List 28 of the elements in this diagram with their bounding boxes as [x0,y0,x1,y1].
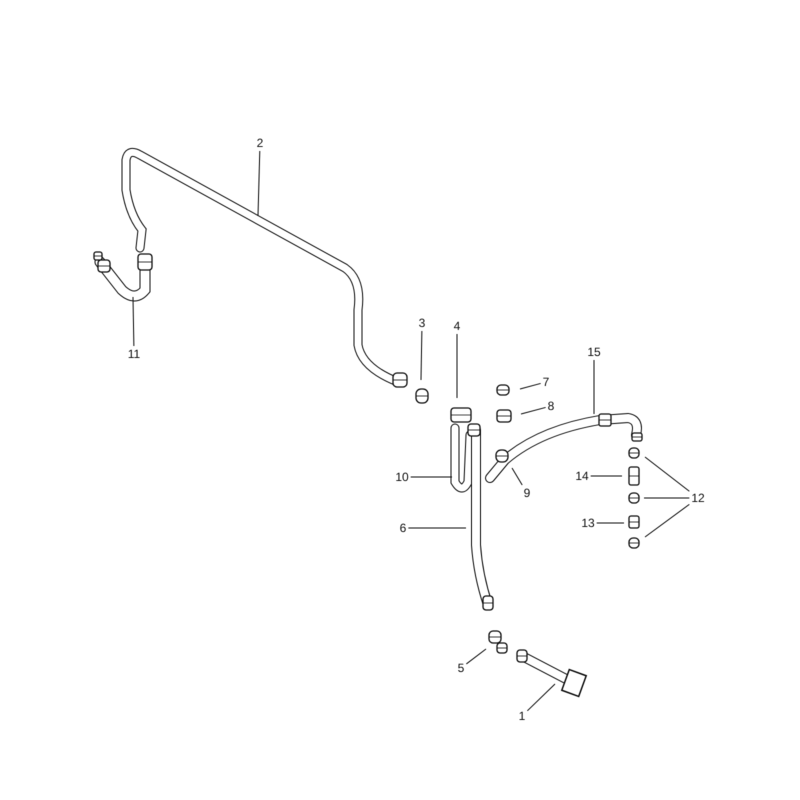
callout-number: 3 [418,316,426,330]
callout-number: 4 [452,319,462,333]
callout-number: 1 [518,709,526,723]
callout-number: 5 [456,661,466,675]
leader-line [526,684,556,712]
callout-number: 10 [394,470,410,484]
callout-number: 6 [398,521,408,535]
callout-number: 7 [542,375,550,389]
leader-line [520,382,542,390]
callout-number: 14 [574,469,590,483]
leader-line [258,150,260,216]
callout-number: 9 [522,486,532,500]
leader-line [520,406,546,414]
callout-number: 12 [690,491,706,505]
leader-line [410,476,452,478]
callout-number: 11 [126,347,142,361]
leader-line [132,296,134,346]
callout-number: 8 [546,399,556,413]
leader-line [596,522,624,524]
callout-number: 13 [580,516,596,530]
leader-line [644,456,690,492]
leader-line [456,334,458,398]
leader-line [512,468,523,486]
leader-line [466,648,486,664]
leader-line [644,504,690,538]
leader-line [420,330,422,380]
callout-number: 2 [256,136,264,150]
callout-number: 15 [586,345,602,359]
